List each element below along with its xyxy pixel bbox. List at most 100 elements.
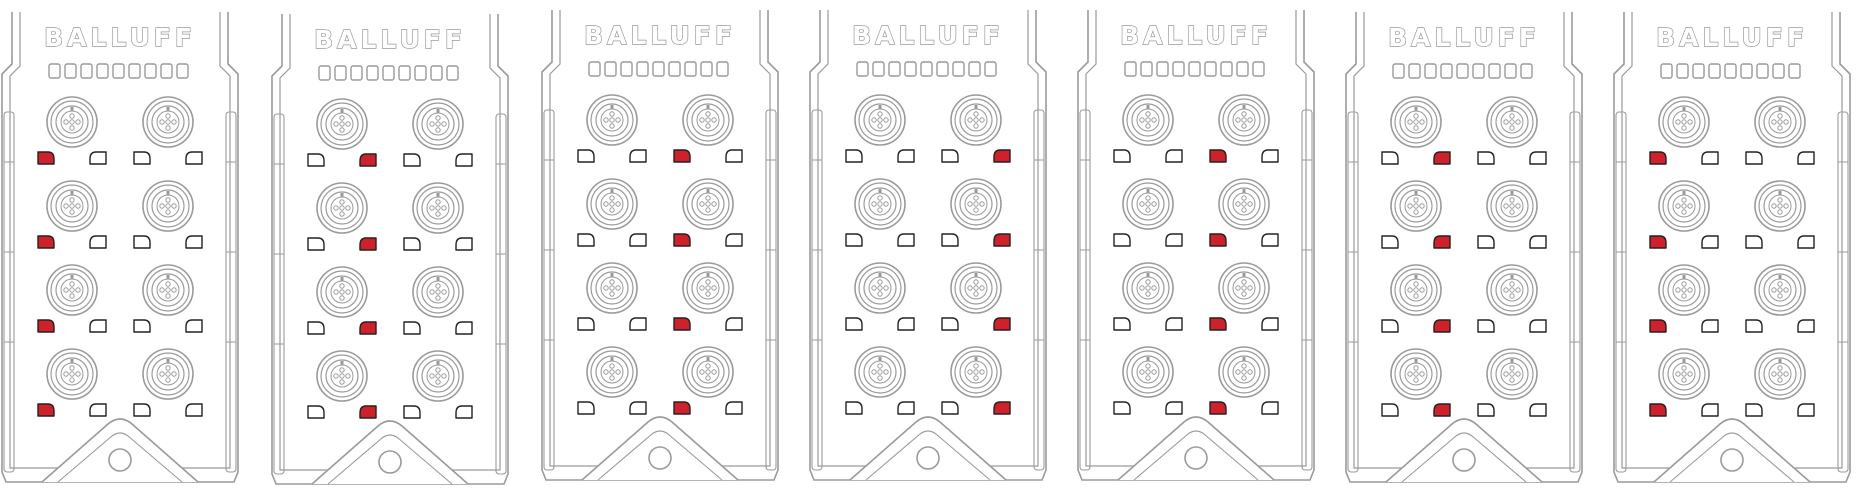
status-led-1 [318, 65, 331, 81]
port-3-connector-icon [1122, 178, 1174, 230]
port-2-led-b [725, 149, 743, 163]
status-led-4 [96, 63, 109, 79]
port-1-led-b [1165, 149, 1183, 163]
mounting-hole-icon [916, 446, 940, 470]
port-4-connector-icon [950, 178, 1002, 230]
port-7-led-b [897, 401, 915, 415]
status-led-8 [160, 63, 173, 79]
status-led-5 [1188, 61, 1201, 77]
port-8-connector-icon [142, 348, 194, 400]
port-6-led-b [185, 319, 203, 333]
port-5-connector-icon [46, 264, 98, 316]
port-4-connector-icon [1486, 180, 1538, 232]
port-4-led-a [403, 237, 421, 251]
port-1-led-a [1649, 151, 1667, 165]
port-5-connector-icon [1658, 264, 1710, 316]
status-led-9 [1788, 63, 1801, 79]
port-6-connector-icon [142, 264, 194, 316]
port-7-connector-icon [1658, 348, 1710, 400]
status-led-2 [1140, 61, 1153, 77]
status-led-4 [366, 65, 379, 81]
port-3-led-b [1433, 235, 1451, 249]
brand-logo: BALLUFF [44, 23, 196, 52]
port-3-led-a [1649, 235, 1667, 249]
status-led-8 [968, 61, 981, 77]
port-5-led-b [89, 319, 107, 333]
port-3-led-a [1113, 233, 1131, 247]
port-7-led-b [1433, 403, 1451, 417]
port-6-led-b [455, 321, 473, 335]
port-4-led-a [673, 233, 691, 247]
port-2-led-b [455, 153, 473, 167]
status-led-5 [920, 61, 933, 77]
port-4-connector-icon [682, 178, 734, 230]
port-4-connector-icon [1218, 178, 1270, 230]
port-3-connector-icon [316, 182, 368, 234]
mounting-hole-icon [648, 446, 672, 470]
port-5-led-b [897, 317, 915, 331]
port-1-led-b [359, 153, 377, 167]
port-5-led-b [629, 317, 647, 331]
port-8-connector-icon [682, 346, 734, 398]
status-led-6 [1740, 63, 1753, 79]
module-outline: BALLUFF [1613, 12, 1851, 483]
port-6-led-a [1477, 319, 1495, 333]
port-3-connector-icon [1658, 180, 1710, 232]
port-8-connector-icon [412, 350, 464, 402]
mounting-hole-icon [108, 448, 132, 472]
mounting-hole-icon [1184, 446, 1208, 470]
port-2-led-b [1797, 151, 1815, 165]
port-1-connector-icon [1658, 96, 1710, 148]
port-8-connector-icon [950, 346, 1002, 398]
module-outline: BALLUFF [541, 10, 779, 481]
port-2-connector-icon [142, 96, 194, 148]
port-8-connector-icon [1486, 348, 1538, 400]
port-3-led-b [1165, 233, 1183, 247]
port-7-connector-icon [46, 348, 98, 400]
port-6-led-a [673, 317, 691, 331]
port-2-led-b [993, 149, 1011, 163]
port-6-connector-icon [682, 262, 734, 314]
status-led-2 [872, 61, 885, 77]
status-led-8 [1236, 61, 1249, 77]
status-led-5 [652, 61, 665, 77]
port-8-led-a [941, 401, 959, 415]
port-3-led-a [1381, 235, 1399, 249]
status-led-5 [382, 65, 395, 81]
port-7-led-a [577, 401, 595, 415]
port-3-connector-icon [586, 178, 638, 230]
port-7-led-a [1381, 403, 1399, 417]
port-6-led-a [1209, 317, 1227, 331]
port-5-led-a [37, 319, 55, 333]
status-led-3 [620, 61, 633, 77]
module-outline: BALLUFF [809, 10, 1047, 481]
status-led-2 [334, 65, 347, 81]
port-2-led-a [1477, 151, 1495, 165]
port-7-led-b [1165, 401, 1183, 415]
port-6-connector-icon [1218, 262, 1270, 314]
brand-logo: BALLUFF [584, 21, 736, 50]
module-3: BALLUFF [540, 10, 780, 488]
status-led-6 [1204, 61, 1217, 77]
port-8-led-a [1477, 403, 1495, 417]
port-7-led-a [1649, 403, 1667, 417]
port-5-led-a [1113, 317, 1131, 331]
port-5-connector-icon [1390, 264, 1442, 316]
port-5-connector-icon [586, 262, 638, 314]
port-1-connector-icon [316, 98, 368, 150]
mounting-hole-icon [1720, 448, 1744, 472]
port-3-led-b [629, 233, 647, 247]
brand-logo: BALLUFF [1388, 23, 1540, 52]
port-3-led-b [89, 235, 107, 249]
status-led-6 [936, 61, 949, 77]
status-led-2 [604, 61, 617, 77]
port-2-led-a [403, 153, 421, 167]
port-2-led-b [1261, 149, 1279, 163]
module-1: BALLUFF [0, 12, 240, 490]
port-1-connector-icon [586, 94, 638, 146]
port-4-led-a [1209, 233, 1227, 247]
port-2-connector-icon [1218, 94, 1270, 146]
port-5-led-a [307, 321, 325, 335]
port-2-led-b [185, 151, 203, 165]
port-5-connector-icon [316, 266, 368, 318]
